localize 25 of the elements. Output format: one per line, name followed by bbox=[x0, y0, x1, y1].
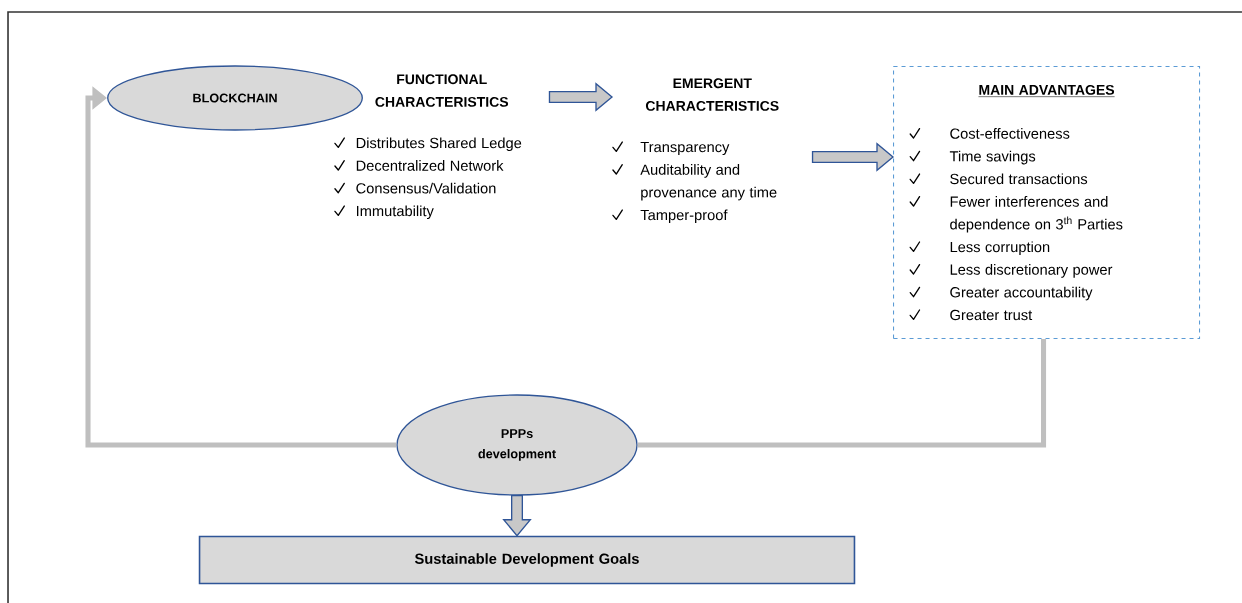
checklist-item: Decentralized Network bbox=[356, 160, 504, 171]
heading: EMERGENT CHARACTERISTICS bbox=[645, 78, 779, 111]
block-arrow bbox=[502, 495, 532, 537]
connector-line bbox=[85, 86, 397, 448]
checklist-item: Less corruption bbox=[950, 241, 1050, 256]
heading: MAIN ADVANTAGES bbox=[978, 84, 1115, 97]
checklist-item: Time savings bbox=[949, 150, 1036, 165]
checklist-item: Cost-effectiveness bbox=[950, 128, 1070, 139]
checklist-item: Fewer interferences and dependence on 3$^{th}$ Parties bbox=[950, 196, 1123, 233]
checklist-item: Consensus/Validation bbox=[356, 182, 496, 194]
checklist-item: Secured transactions bbox=[950, 173, 1088, 185]
checklist-item: Greater accountability bbox=[950, 286, 1093, 301]
checklist-item: Greater trust bbox=[950, 309, 1033, 321]
goal-box: Sustainable Development Goals bbox=[198, 535, 856, 585]
checklist-item: Immutability bbox=[356, 205, 434, 220]
block-arrow bbox=[548, 82, 614, 112]
dashed-box bbox=[893, 66, 1201, 340]
checklist-item: Transparency bbox=[640, 141, 730, 156]
checklist-item: Less discretionary power bbox=[950, 264, 1113, 278]
connector-line bbox=[637, 339, 1047, 448]
heading: FUNCTIONAL CHARACTERISTICS bbox=[375, 74, 509, 107]
checklist-item: Tamper-proof bbox=[640, 209, 728, 224]
checklist-item: Distributes Shared Ledge bbox=[356, 137, 522, 152]
block-arrow bbox=[811, 142, 895, 172]
checklist-item: Auditability and provenance any time bbox=[640, 164, 777, 201]
